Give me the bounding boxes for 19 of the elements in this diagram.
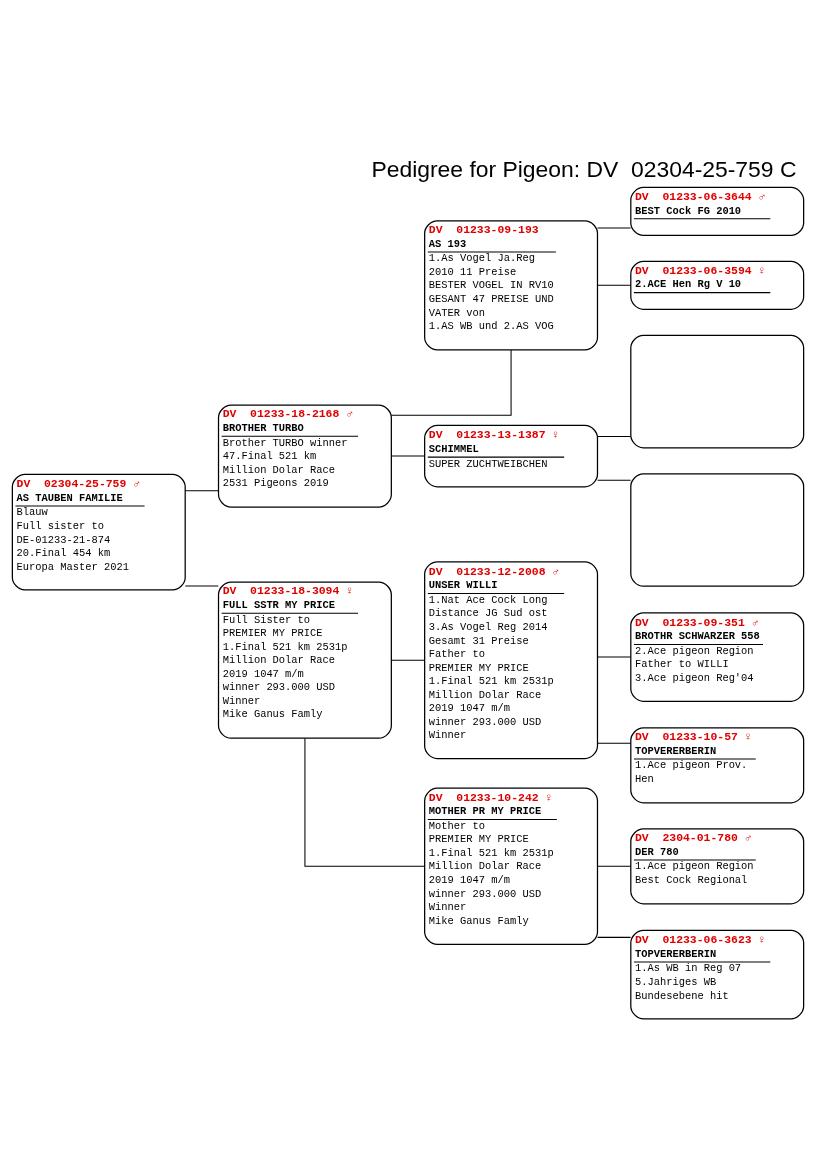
connector (597, 284, 632, 286)
node-box (630, 334, 805, 448)
diagram-title: Pedigree for Pigeon: DV 02304-25-759 C (371, 155, 797, 182)
connector (597, 435, 632, 437)
connector (597, 865, 632, 867)
connector (184, 489, 219, 491)
connector (597, 227, 632, 229)
node-box: DV 01233-18-3094 ♀ FULL SSTR MY PRICE Full Sister to PREMIER MY PRICE 1.Final 521 km 2531p Million Dolar Race 2019 1047 m/m winner 293.000 USD Winner Mike Ganus Famly (217, 580, 392, 739)
node-box (630, 472, 805, 587)
connector (390, 348, 512, 416)
connector (597, 479, 632, 481)
connector (304, 737, 426, 867)
connector (184, 584, 219, 586)
connector (390, 659, 425, 661)
connector (390, 455, 425, 457)
node-box: DV 01233-18-2168 ♂ BROTHER TURBO Brother TURBO winner 47.Final 521 km Million Dolar Race 2531 Pigeons 2019 (217, 403, 392, 508)
connector (597, 656, 632, 658)
connector (597, 742, 632, 744)
connector (597, 936, 632, 938)
